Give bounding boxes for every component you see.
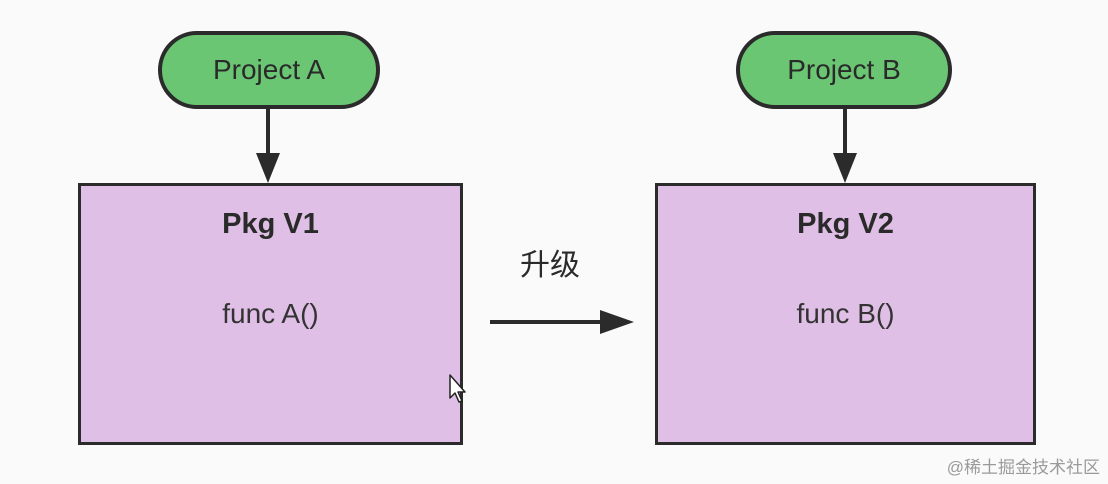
pkg-v2-func: func B()	[796, 298, 895, 329]
pkg-v2-box: Pkg V2 func B()	[655, 183, 1036, 445]
upgrade-arrow-head	[600, 310, 634, 334]
watermark: @稀土掘金技术社区	[946, 458, 1100, 477]
pkg-v1-box: Pkg V1 func A()	[78, 183, 463, 445]
arrow-b-head	[833, 153, 857, 183]
arrow-a-head	[256, 153, 280, 183]
cursor-icon	[449, 374, 466, 403]
project-b-label: Project B	[787, 54, 901, 85]
upgrade-arrow-shaft	[490, 320, 602, 324]
pkg-v2-title: Pkg V2	[797, 208, 894, 240]
project-a-label: Project A	[212, 54, 326, 85]
arrow-a-shaft	[266, 109, 270, 154]
project-a-node: Project A	[158, 31, 380, 109]
pkg-v1-title: Pkg V1	[222, 208, 319, 240]
arrow-b-shaft	[843, 109, 847, 154]
pkg-v1-func: func A()	[222, 298, 319, 329]
upgrade-label: 升级	[520, 249, 580, 282]
project-b-node: Project B	[736, 31, 952, 109]
